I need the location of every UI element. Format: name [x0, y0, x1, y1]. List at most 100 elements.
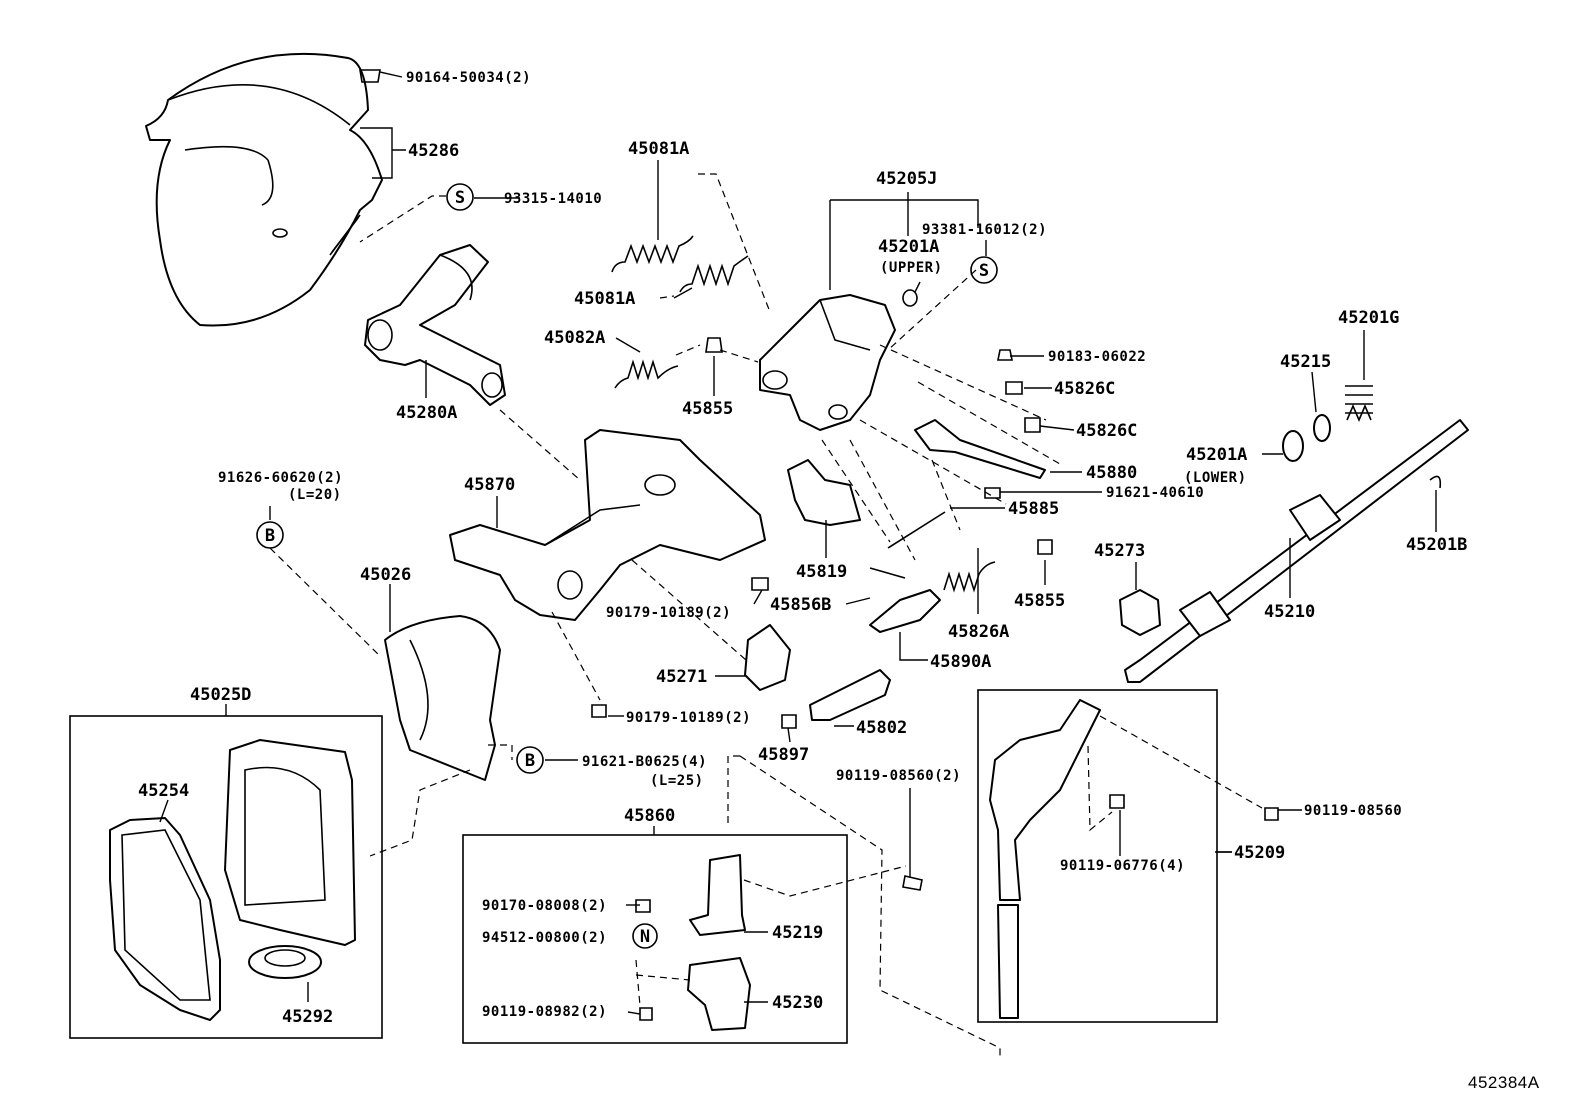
label-93315: 93315-14010 — [504, 191, 602, 207]
label-45860: 45860 — [624, 806, 675, 826]
label-94512: 94512-00800(2) — [482, 930, 607, 946]
label-45855-bot: 45855 — [1014, 591, 1065, 611]
mark-b-1: B — [256, 521, 284, 549]
bolts — [359, 69, 1279, 1021]
spring-45082a — [614, 359, 679, 389]
figure-id: 452384A — [1468, 1073, 1540, 1092]
label-90119-06776: 90119-06776(4) — [1060, 858, 1185, 874]
part-45201a-lower — [1282, 430, 1304, 462]
part-bearing-45292 — [248, 945, 322, 979]
label-45082a: 45082A — [544, 328, 605, 348]
part-45890a — [869, 589, 941, 633]
svg-text:S: S — [979, 261, 989, 281]
label-90183: 90183-06022 — [1048, 349, 1146, 365]
part-column-tube — [449, 429, 766, 621]
label-l25: (L=25) — [650, 773, 704, 789]
mark-s-2: S — [970, 256, 998, 284]
label-45826c-a: 45826C — [1054, 379, 1115, 399]
label-90164: 90164-50034(2) — [406, 70, 531, 86]
label-45280a: 45280A — [396, 403, 457, 423]
label-45870: 45870 — [464, 475, 515, 495]
svg-text:B: B — [265, 526, 275, 546]
label-45286: 45286 — [408, 141, 459, 161]
part-cover-plate — [224, 739, 356, 946]
label-91626: 91626-60620(2) — [218, 470, 343, 486]
label-90179-b: 90179-10189(2) — [626, 710, 751, 726]
label-45890a: 45890A — [930, 652, 991, 672]
label-45026: 45026 — [360, 565, 411, 585]
svg-text:B: B — [525, 751, 535, 771]
label-45273: 45273 — [1094, 541, 1145, 561]
part-gasket — [109, 817, 221, 1021]
part-45802 — [809, 669, 891, 721]
label-l20: (L=20) — [288, 487, 342, 503]
label-45201b: 45201B — [1406, 535, 1467, 555]
label-90179-a: 90179-10189(2) — [606, 605, 731, 621]
part-tilt-bracket — [364, 244, 506, 406]
label-45025d: 45025D — [190, 685, 251, 705]
box-45209 — [977, 689, 1218, 1023]
part-steering-shaft — [1124, 419, 1469, 683]
label-90170: 90170-08008(2) — [482, 898, 607, 914]
label-45254: 45254 — [138, 781, 189, 801]
dashed-leaders — [269, 173, 1263, 1060]
label-45205j: 45205J — [876, 169, 937, 189]
part-45201b — [1429, 475, 1442, 489]
label-91621-b0625: 91621-B0625(4) — [582, 754, 707, 770]
mark-s-1: S — [446, 183, 474, 211]
label-45230: 45230 — [772, 993, 823, 1013]
mark-n: N — [632, 923, 658, 949]
label-45802: 45802 — [856, 718, 907, 738]
spring-45826a — [943, 561, 996, 593]
part-45215 — [1313, 414, 1331, 442]
label-45215: 45215 — [1280, 352, 1331, 372]
svg-text:N: N — [640, 927, 650, 947]
label-upper-note: (UPPER) — [880, 260, 943, 276]
label-91621-40610: 91621-40610 — [1106, 485, 1204, 501]
label-45210: 45210 — [1264, 602, 1315, 622]
label-45081a-top: 45081A — [628, 139, 689, 159]
part-45273 — [1119, 589, 1161, 636]
part-45856b — [869, 567, 906, 579]
spring-45081a-top — [611, 235, 694, 273]
label-93381: 93381-16012(2) — [922, 222, 1047, 238]
svg-text:S: S — [455, 188, 465, 208]
label-45826a: 45826A — [948, 622, 1009, 642]
label-45292: 45292 — [282, 1007, 333, 1027]
label-45826c-b: 45826C — [1076, 421, 1137, 441]
label-45856b: 45856B — [770, 595, 831, 615]
part-45230 — [687, 957, 751, 1031]
label-45880: 45880 — [1086, 463, 1137, 483]
part-45885 — [887, 511, 946, 549]
part-45880 — [914, 419, 1046, 479]
label-45819: 45819 — [796, 562, 847, 582]
label-45885: 45885 — [1008, 499, 1059, 519]
label-90119-08982: 90119-08982(2) — [482, 1004, 607, 1020]
label-90119-08560-r: 90119-08560 — [1304, 803, 1402, 819]
part-upper-bracket — [759, 294, 896, 431]
spring-45081a-mid — [679, 255, 749, 293]
spring-45201g — [1345, 385, 1373, 423]
part-45271 — [744, 624, 791, 691]
part-45819 — [787, 459, 861, 526]
label-45201g: 45201G — [1338, 308, 1399, 328]
label-lower-note: (LOWER) — [1184, 470, 1247, 486]
label-45209: 45209 — [1234, 843, 1285, 863]
label-45271: 45271 — [656, 667, 707, 687]
label-90119-08560-l: 90119-08560(2) — [836, 768, 961, 784]
label-45219: 45219 — [772, 923, 823, 943]
label-45897: 45897 — [758, 745, 809, 765]
box-45860 — [462, 834, 848, 1044]
part-intermediate-shaft — [989, 699, 1101, 1019]
label-45081a-mid: 45081A — [574, 289, 635, 309]
part-45219 — [689, 854, 746, 936]
label-45201a-lower: 45201A — [1186, 445, 1247, 465]
leader-lines — [159, 71, 1437, 1015]
part-boot — [384, 615, 501, 781]
mark-b-2: B — [516, 746, 544, 774]
label-45855-top: 45855 — [682, 399, 733, 419]
part-column-cover — [145, 52, 383, 327]
label-45201a-upper: 45201A — [878, 237, 939, 257]
